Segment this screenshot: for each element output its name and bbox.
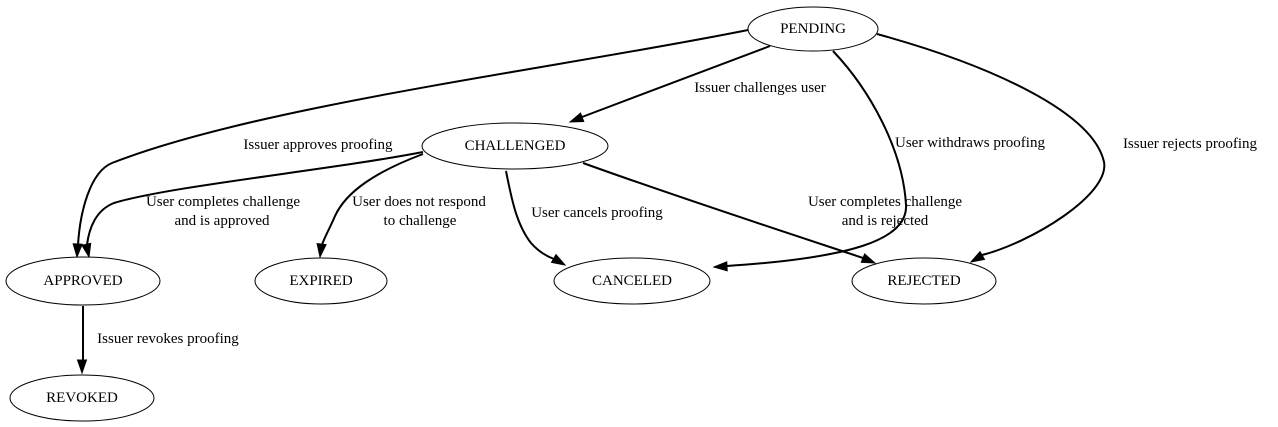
edge-line-pending-challenged <box>581 45 771 118</box>
edge-line-pending-rejected <box>876 33 1106 256</box>
edge-label-challenged-approved-line2: and is approved <box>175 213 270 229</box>
state-ellipse-canceled <box>553 257 711 305</box>
transition-pending-canceled: User withdraws proofing <box>712 50 1045 272</box>
edge-label-challenged-rejected-line1: User completes challenge <box>808 194 962 210</box>
edge-line-challenged-expired <box>321 153 424 246</box>
state-ellipse-approved <box>5 256 161 306</box>
edge-label-pending-canceled: User withdraws proofing <box>895 135 1045 151</box>
state-label-pending: PENDING <box>780 21 846 37</box>
edge-label-challenged-expired-line2: to challenge <box>384 213 457 229</box>
nodes-layer: PENDING CHALLENGED APPROVED EXPIRED CANCELED… <box>5 6 997 422</box>
state-ellipse-rejected <box>851 257 997 305</box>
state-ellipse-revoked <box>9 374 155 422</box>
state-node-challenged: CHALLENGED <box>421 122 609 170</box>
transition-pending-approved: Issuer approves proofing <box>72 29 749 259</box>
state-ellipse-pending <box>747 6 879 52</box>
state-label-expired: EXPIRED <box>289 273 353 289</box>
arrowhead-icon-pending-rejected <box>969 250 986 263</box>
arrowhead-icon-pending-challenged <box>568 112 585 123</box>
state-node-pending: PENDING <box>747 6 879 52</box>
edge-label-challenged-expired-line1: User does not respond <box>352 194 486 210</box>
edge-label-challenged-canceled: User cancels proofing <box>531 205 663 221</box>
state-label-rejected: REJECTED <box>887 273 960 289</box>
state-label-revoked: REVOKED <box>46 390 118 406</box>
transition-approved-revoked: Issuer revokes proofing <box>76 306 239 375</box>
state-ellipse-challenged <box>421 122 609 170</box>
arrowhead-icon-challenged-canceled <box>550 253 567 266</box>
arrowhead-icon-challenged-approved <box>81 242 92 259</box>
state-label-challenged: CHALLENGED <box>465 138 566 154</box>
state-node-rejected: REJECTED <box>851 257 997 305</box>
transition-pending-rejected: Issuer rejects proofing <box>876 33 1258 263</box>
arrowhead-icon-pending-approved <box>72 243 83 259</box>
transition-challenged-approved: User completes challenge and is approved <box>81 151 424 259</box>
arrowhead-icon-challenged-rejected <box>860 253 877 264</box>
edge-line-challenged-approved <box>86 151 424 246</box>
edge-line-challenged-rejected <box>582 162 864 259</box>
state-node-expired: EXPIRED <box>254 257 388 305</box>
arrowhead-icon-pending-canceled <box>712 261 728 272</box>
state-ellipse-expired <box>254 257 388 305</box>
arrowhead-icon-challenged-expired <box>316 242 327 259</box>
transition-challenged-expired: User does not respond to challenge <box>316 153 486 259</box>
state-label-approved: APPROVED <box>43 273 122 289</box>
edge-label-pending-approved: Issuer approves proofing <box>243 137 393 153</box>
state-node-canceled: CANCELED <box>553 257 711 305</box>
state-node-revoked: REVOKED <box>9 374 155 422</box>
edge-label-approved-revoked: Issuer revokes proofing <box>97 331 239 347</box>
state-label-canceled: CANCELED <box>592 273 672 289</box>
edge-label-challenged-rejected-line2: and is rejected <box>842 213 929 229</box>
edge-line-pending-approved <box>77 29 749 246</box>
edge-line-pending-canceled <box>726 50 908 267</box>
edge-label-challenged-approved-line1: User completes challenge <box>146 194 300 210</box>
transition-pending-challenged: Issuer challenges user <box>568 45 826 123</box>
edge-label-pending-rejected: Issuer rejects proofing <box>1123 136 1258 152</box>
edge-line-challenged-canceled <box>505 170 555 260</box>
transition-challenged-canceled: User cancels proofing <box>505 170 663 266</box>
arrowhead-icon-approved-revoked <box>76 359 88 375</box>
edge-label-pending-challenged: Issuer challenges user <box>694 80 826 96</box>
transition-challenged-rejected: User completes challenge and is rejected <box>582 162 962 264</box>
state-node-approved: APPROVED <box>5 256 161 306</box>
